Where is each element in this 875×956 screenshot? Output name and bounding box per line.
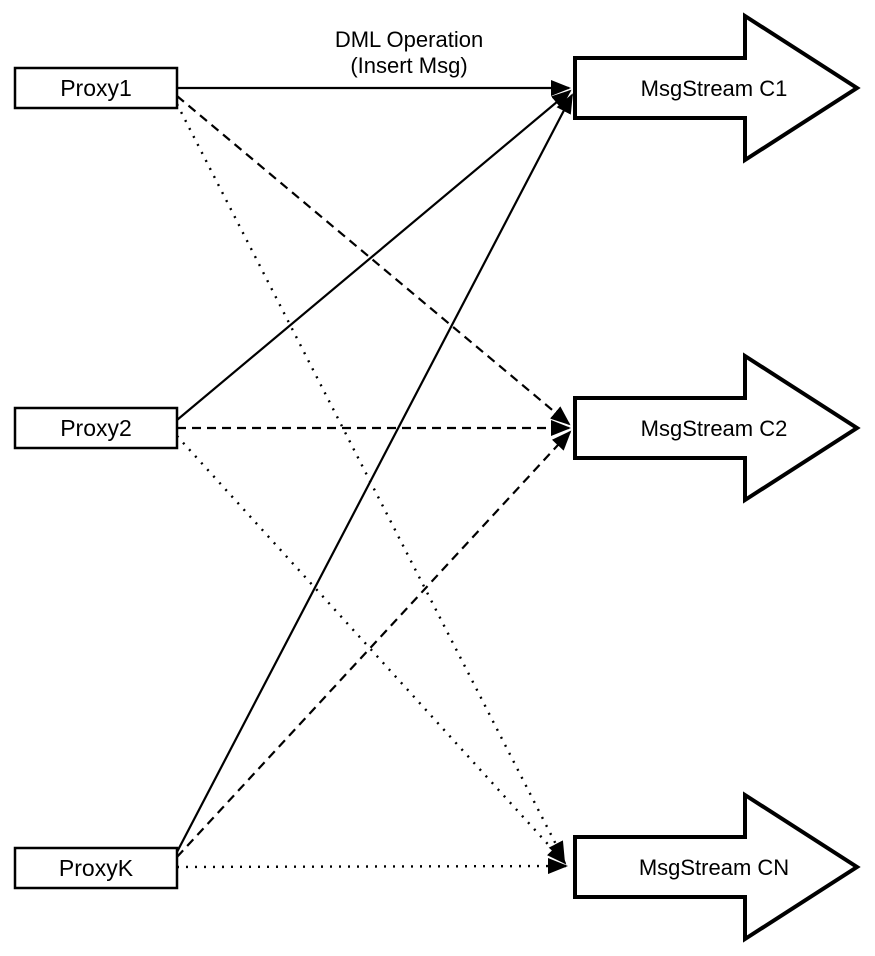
caption-line2: (Insert Msg): [350, 53, 467, 78]
edge-proxy2-cn: [176, 435, 567, 865]
edge-proxyk-c1: [176, 93, 573, 853]
node-msgstream-cn: MsgStream CN: [573, 791, 861, 943]
msgstream-c1-arrow-shape: [573, 12, 861, 164]
proxyk-box: [13, 846, 179, 890]
node-proxy1: Proxy1: [13, 66, 179, 110]
proxy1-label: Proxy1: [60, 75, 132, 101]
edge-proxyk-cn: [176, 858, 568, 875]
msgstream-c2-arrow-shape: [573, 352, 861, 504]
edge-proxyk-c2: [176, 430, 572, 858]
node-msgstream-c2: MsgStream C2: [573, 352, 861, 504]
proxy2-box: [13, 406, 179, 450]
node-msgstream-c1: MsgStream C1: [573, 12, 861, 164]
edge-proxy2-c1: [176, 89, 572, 421]
msgstream-c1-label: MsgStream C1: [641, 76, 788, 101]
edge-proxy1-c2: [176, 95, 571, 426]
proxy2-label: Proxy2: [60, 415, 132, 441]
node-proxyk: ProxyK: [13, 846, 179, 890]
msgstream-c2-label: MsgStream C2: [641, 416, 788, 441]
msgstream-cn-label: MsgStream CN: [639, 855, 789, 880]
node-proxy2: Proxy2: [13, 406, 179, 450]
msgstream-cn-arrow-shape: [573, 791, 861, 943]
edge-proxy1-cn: [175, 103, 566, 862]
caption-line1: DML Operation: [335, 27, 483, 52]
proxy1-box: [13, 66, 179, 110]
proxyk-label: ProxyK: [59, 855, 134, 881]
